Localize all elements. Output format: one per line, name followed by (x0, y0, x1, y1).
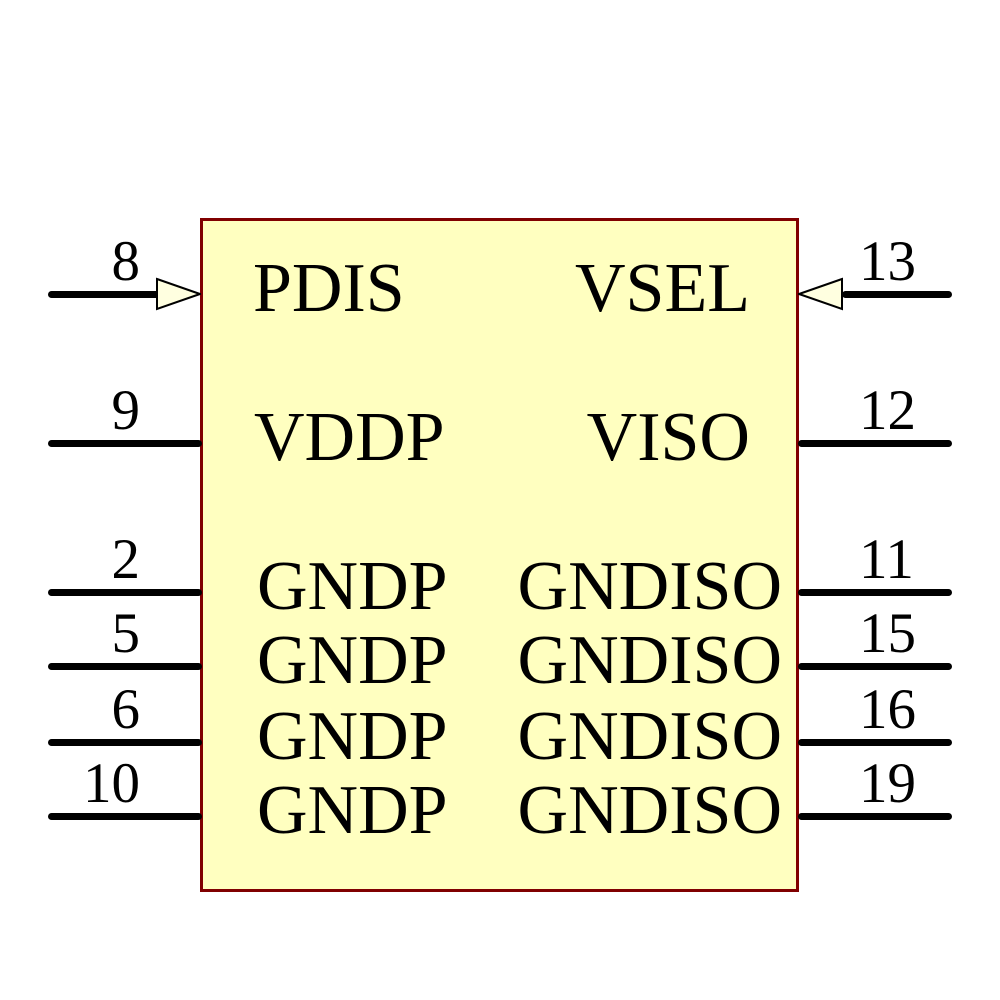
pin-15-line[interactable] (798, 662, 952, 670)
pin-11-line[interactable] (798, 588, 952, 596)
pin-name: GNDISO (517, 622, 782, 699)
pin-number: 5 (111, 602, 141, 665)
pin-6-line[interactable] (48, 738, 202, 746)
pin-number: 8 (111, 230, 141, 293)
component-body[interactable] (200, 218, 799, 892)
pin-name: VDDP (254, 399, 445, 476)
pin-number: 11 (859, 528, 914, 591)
pin-number: 12 (859, 379, 916, 442)
pin-name: PDIS (253, 250, 405, 327)
pin-number: 9 (111, 379, 141, 442)
pin-number: 19 (859, 752, 916, 815)
pin-10-line[interactable] (48, 812, 202, 820)
pin-name: GNDP (257, 622, 448, 699)
pin-2-line[interactable] (48, 588, 202, 596)
pin-number: 16 (859, 678, 916, 741)
pin-number: 6 (111, 678, 141, 741)
pin-number: 15 (859, 602, 916, 665)
pin-name: GNDP (257, 772, 448, 849)
pin-name: GNDP (257, 698, 448, 775)
pin-name: VISO (586, 399, 750, 476)
input-arrow-icon (798, 277, 843, 311)
pin-name: GNDISO (517, 698, 782, 775)
pin-19-line[interactable] (798, 812, 952, 820)
pin-name: GNDISO (517, 772, 782, 849)
input-arrow-icon (156, 277, 201, 311)
pin-13-line[interactable] (842, 290, 952, 298)
pin-number: 13 (859, 230, 916, 293)
pin-5-line[interactable] (48, 662, 202, 670)
pin-number: 2 (111, 528, 141, 591)
pin-name: GNDP (257, 548, 448, 625)
pin-16-line[interactable] (798, 738, 952, 746)
pin-name: GNDISO (517, 548, 782, 625)
pin-9-line[interactable] (48, 439, 202, 447)
pin-8-line[interactable] (48, 290, 160, 298)
pin-name: VSEL (575, 250, 750, 327)
pin-12-line[interactable] (798, 439, 952, 447)
pin-number: 10 (83, 752, 140, 815)
